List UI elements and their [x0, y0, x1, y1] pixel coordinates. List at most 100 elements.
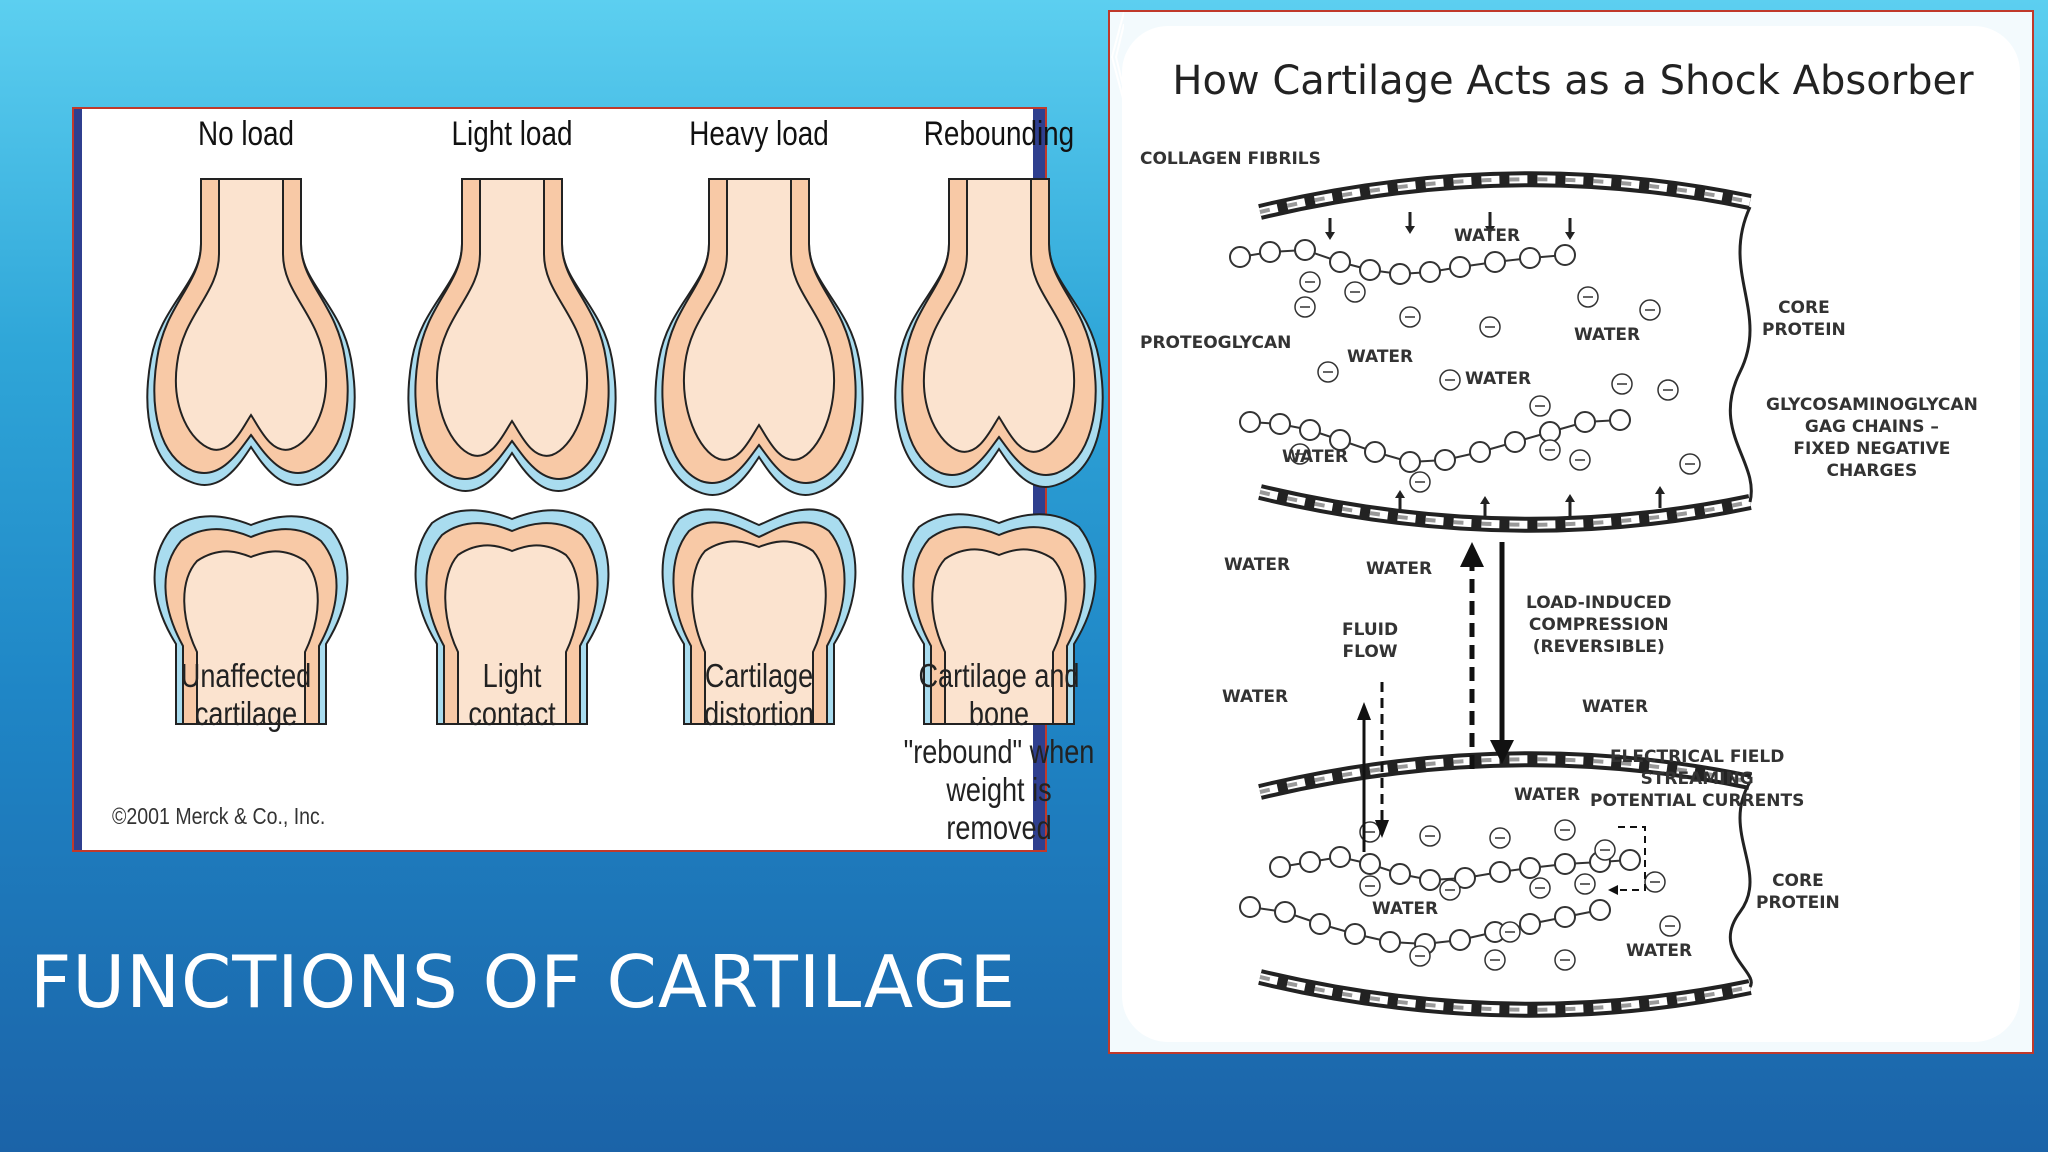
negative-charge [1317, 361, 1339, 383]
core-protein-curve-bottom [1728, 781, 1753, 988]
collagen-fibril-bottom-lower [1258, 969, 1752, 1018]
compression-arrow-up-head [1460, 542, 1484, 567]
proteoglycan-chain-1 [1229, 239, 1576, 285]
bead [1329, 429, 1351, 451]
joint-light-load-illustration [407, 178, 617, 725]
negative-charge [1484, 949, 1506, 971]
bead [1519, 857, 1541, 879]
femur-marrow [922, 178, 1076, 453]
stage-caption-distortion: Cartilage distortion [704, 657, 814, 732]
bead [1504, 431, 1526, 453]
fluid-flow-arrow-up-head [1357, 702, 1371, 720]
bead [1434, 449, 1456, 471]
bead [1364, 441, 1386, 463]
collagen-arrow-head [1480, 496, 1490, 504]
stage-label-heavy-load: Heavy load [689, 115, 829, 153]
negative-charge [1529, 877, 1551, 899]
bead [1389, 263, 1411, 285]
label-water: WATER [1465, 369, 1532, 389]
label-water: WATER [1626, 941, 1693, 961]
negative-charge [1554, 949, 1576, 971]
bead [1454, 867, 1476, 889]
negative-charge [1644, 871, 1666, 893]
collagen-arrow-head [1395, 490, 1405, 498]
collagen-fibril-bottom-upper-stripe [1259, 757, 1751, 794]
stage-label-light-load: Light load [451, 115, 573, 153]
bead [1484, 251, 1506, 273]
electrical-field-loop [1618, 826, 1646, 891]
bead [1269, 856, 1291, 878]
label-load-compression: LOAD-INDUCED COMPRESSION (REVERSIBLE) [1526, 593, 1672, 657]
bead [1609, 409, 1631, 431]
femur-marrow [174, 178, 328, 451]
bead [1294, 239, 1316, 261]
joint-no-load-illustration [146, 178, 356, 725]
fluid-flow-arrow-down-head [1375, 820, 1389, 838]
collagen-fibril-top-lower-stripe [1259, 490, 1751, 527]
negative-charge [1409, 945, 1431, 967]
bead [1519, 913, 1541, 935]
negative-charge [1577, 286, 1599, 308]
femur-marrow [682, 178, 836, 461]
bead [1379, 931, 1401, 953]
bead [1299, 851, 1321, 873]
joint-loading-figure: No load Light load Heavy load Rebounding… [72, 107, 1104, 852]
negative-charge [1554, 819, 1576, 841]
bead [1239, 896, 1261, 918]
label-electrical-field: ELECTRICAL FIELD STREAMING POTENTIAL CUR… [1590, 747, 1805, 811]
electrical-field-arrow-head [1608, 885, 1618, 895]
tibia-marrow [444, 544, 580, 725]
bead [1329, 846, 1351, 868]
collagen-arrow-head [1485, 226, 1495, 234]
bead [1269, 413, 1291, 435]
collagen-arrow-head [1565, 494, 1575, 502]
bead [1299, 419, 1321, 441]
copyright-notice: ©2001 Merck & Co., Inc. [112, 803, 326, 829]
bead [1239, 411, 1261, 433]
negative-charge [1409, 471, 1431, 493]
bead [1259, 241, 1281, 263]
tibia-marrow [183, 550, 319, 725]
bead [1329, 251, 1351, 273]
label-water: WATER [1582, 697, 1649, 717]
negative-charge [1289, 443, 1311, 465]
collagen-arrow-head [1405, 226, 1415, 234]
negative-charge [1657, 379, 1679, 401]
negative-charge [1574, 873, 1596, 895]
bead [1589, 899, 1611, 921]
bead [1359, 853, 1381, 875]
bead [1274, 901, 1296, 923]
negative-charge [1359, 875, 1381, 897]
label-core-protein-top: CORE PROTEIN [1762, 298, 1846, 340]
negative-charge [1479, 316, 1501, 338]
collagen-fibril-top-upper-stripe [1259, 177, 1751, 214]
compression-arrow-down-head [1490, 740, 1514, 764]
label-core-protein-bottom: CORE PROTEIN [1756, 871, 1840, 913]
negative-charge [1594, 839, 1616, 861]
negative-charge [1294, 296, 1316, 318]
collagen-fibril-bottom-lower-stripe [1259, 975, 1751, 1012]
bead [1449, 256, 1471, 278]
negative-charge [1569, 449, 1591, 471]
bead [1554, 853, 1576, 875]
core-protein-curve-top [1728, 206, 1753, 503]
label-water: WATER [1222, 687, 1289, 707]
negative-charge [1611, 373, 1633, 395]
negative-charge [1439, 369, 1461, 391]
joint-heavy-load-illustration [654, 178, 864, 725]
negative-charge [1344, 281, 1366, 303]
bead [1419, 869, 1441, 891]
bead [1554, 244, 1576, 266]
collagen-arrow-head [1565, 232, 1575, 240]
label-water: WATER [1372, 899, 1439, 919]
label-water: WATER [1454, 226, 1521, 246]
stage-label-no-load: No load [197, 115, 295, 153]
diagram-title: How Cartilage Acts as a Shock Absorber [1172, 58, 1974, 104]
bead [1469, 441, 1491, 463]
bead [1539, 421, 1561, 443]
label-water: WATER [1574, 325, 1641, 345]
bead [1359, 259, 1381, 281]
femur-marrow [435, 178, 589, 457]
negative-charge [1499, 921, 1521, 943]
negative-charge [1489, 827, 1511, 849]
